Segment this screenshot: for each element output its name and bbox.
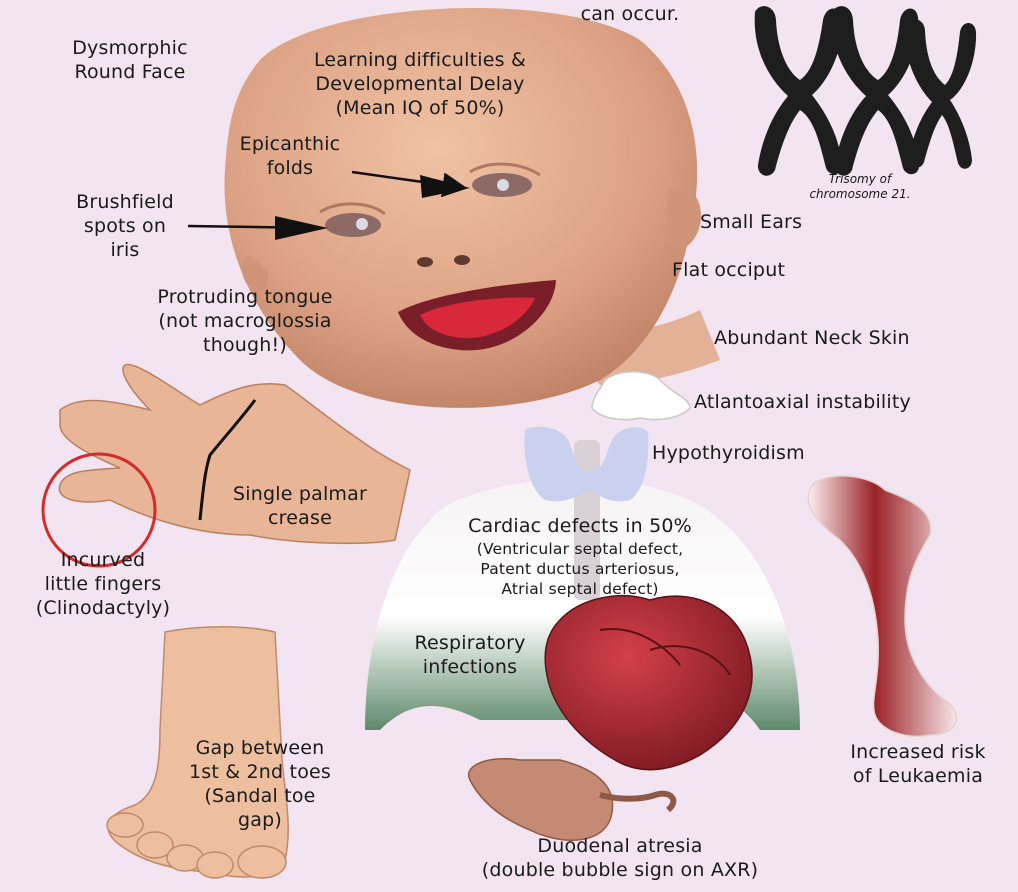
label-learning-line3: (Mean IQ of 50%) (265, 96, 575, 120)
label-palmar-line2: crease (200, 506, 400, 530)
label-leukaemia-line1: Increased risk (818, 740, 1018, 764)
label-cardiac-detail-line2: Patent ductus arteriosus, (420, 559, 740, 579)
label-duodenal-line1: Duodenal atresia (420, 834, 820, 858)
label-round-face-line2: Round Face (30, 60, 230, 84)
label-fingers-line1: Incurved (0, 548, 206, 572)
label-brushfield-line1: Brushfield (45, 190, 205, 214)
label-epicanthic-line1: Epicanthic (205, 132, 375, 156)
label-learning: Learning difficulties & Developmental De… (265, 48, 575, 120)
label-brushfield-line3: iris (45, 238, 205, 262)
caption-line1: Trisomy of (780, 172, 940, 187)
vertebra (592, 372, 690, 420)
chromosome-caption: Trisomy of chromosome 21. (780, 172, 940, 202)
right-ear (668, 187, 701, 249)
label-epicanthic-line2: folds (205, 156, 375, 180)
label-fingers-line2: little fingers (0, 572, 206, 596)
label-learning-line2: Developmental Delay (265, 72, 575, 96)
label-fingers-line3: (Clinodactyly) (0, 596, 206, 620)
label-tongue-line1: Protruding tongue (110, 285, 380, 309)
left-eye (325, 213, 381, 237)
label-leukaemia-line2: of Leukaemia (818, 764, 1018, 788)
label-small-ears: Small Ears (700, 210, 802, 234)
label-tongue-line2: (not macroglossia (110, 309, 380, 333)
label-cardiac-detail-line3: Atrial septal defect) (420, 579, 740, 599)
caption-line2: chromosome 21. (780, 187, 940, 202)
label-neck-skin: Abundant Neck Skin (714, 326, 910, 350)
label-cardiac-detail-line1: (Ventricular septal defect, (420, 539, 740, 559)
label-respiratory-line2: infections (380, 655, 560, 679)
label-duodenal: Duodenal atresia (double bubble sign on … (420, 834, 820, 882)
label-learning-line1: Learning difficulties & (265, 48, 575, 72)
right-iris-spot (497, 179, 509, 191)
label-leukaemia: Increased risk of Leukaemia (818, 740, 1018, 788)
label-round-face: Dysmorphic Round Face (30, 36, 230, 84)
label-palmar-line1: Single palmar (200, 482, 400, 506)
label-toes-line4: gap) (150, 808, 370, 832)
stomach (469, 759, 613, 841)
label-toes-line1: Gap between (150, 736, 370, 760)
label-toes-line3: (Sandal toe (150, 784, 370, 808)
label-hypothyroidism: Hypothyroidism (652, 441, 805, 465)
label-brushfield: Brushfield spots on iris (45, 190, 205, 262)
label-flat-occiput: Flat occiput (672, 258, 785, 282)
label-tongue-line3: though!) (110, 333, 380, 357)
label-top-fragment: can occur. (560, 2, 700, 26)
femur-bone (808, 476, 956, 736)
label-duodenal-line2: (double bubble sign on AXR) (420, 858, 820, 882)
label-palmar: Single palmar crease (200, 482, 400, 530)
label-brushfield-line2: spots on (45, 214, 205, 238)
label-epicanthic: Epicanthic folds (205, 132, 375, 180)
label-toes: Gap between 1st & 2nd toes (Sandal toe g… (150, 736, 370, 832)
label-cardiac-detail: (Ventricular septal defect, Patent ductu… (420, 539, 740, 599)
label-respiratory: Respiratory infections (380, 631, 560, 679)
label-cardiac: Cardiac defects in 50% (420, 514, 740, 538)
heart (545, 596, 752, 770)
label-round-face-line1: Dysmorphic (30, 36, 230, 60)
label-fingers: Incurved little fingers (Clinodactyly) (0, 548, 206, 620)
label-toes-line2: 1st & 2nd toes (150, 760, 370, 784)
label-tongue: Protruding tongue (not macroglossia thou… (110, 285, 380, 357)
label-respiratory-line1: Respiratory (380, 631, 560, 655)
left-iris-spot (356, 218, 368, 230)
chromosome-group (755, 6, 976, 176)
label-atlantoaxial: Atlantoaxial instability (694, 390, 911, 414)
